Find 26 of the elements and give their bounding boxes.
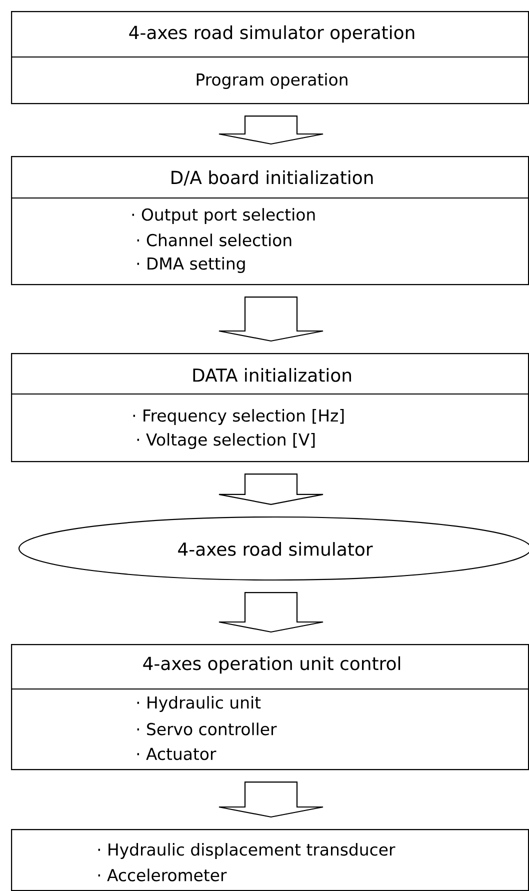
process-box (11, 644, 529, 770)
process-box (11, 11, 529, 104)
bullet-item: · DMA setting (137, 257, 245, 273)
bullet-item: · Hydraulic unit (137, 696, 261, 712)
bullet-item: · Accelerometer (98, 868, 227, 882)
bullet-item: · Hydraulic displacement transducer (98, 843, 396, 859)
bullet-item: · Frequency selection [Hz] (133, 409, 344, 425)
bullet-item: · Servo controller (137, 722, 277, 736)
block-arrow (218, 782, 324, 818)
block-arrow (218, 592, 324, 633)
box-heading: DATA initialization (193, 368, 351, 382)
box-text: Program operation (196, 73, 348, 89)
bullet-item: · Actuator (137, 748, 216, 760)
block-arrow (218, 116, 324, 145)
box-heading: 4-axes road simulator operation (129, 25, 414, 43)
process-box (11, 156, 529, 286)
bullet-item: · Voltage selection [V] (137, 433, 315, 449)
box-heading: 4-axes operation unit control (143, 656, 400, 674)
block-arrow (218, 474, 324, 505)
process-box (11, 829, 529, 891)
box-heading: 4-axes road simulator (178, 542, 373, 556)
block-arrow (218, 296, 324, 342)
box-heading: D/A board initialization (172, 170, 373, 186)
bullet-item: · Channel selection (137, 234, 292, 246)
bullet-item: · Output port selection (132, 208, 315, 224)
process-box (11, 353, 529, 462)
